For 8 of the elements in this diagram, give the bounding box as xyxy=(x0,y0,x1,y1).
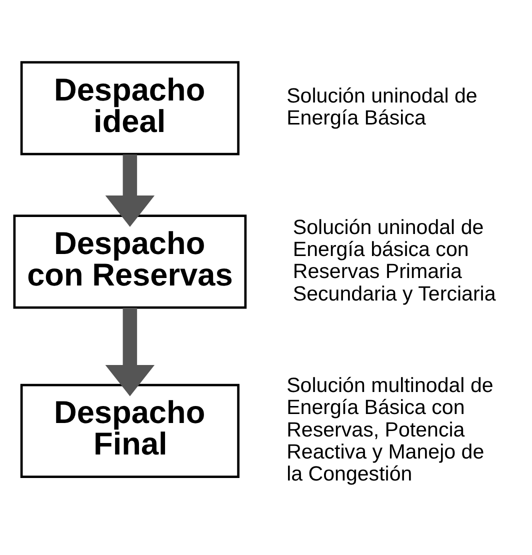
node-label: Solución uninodal de Energía Básica xyxy=(286,84,478,130)
arrow xyxy=(105,308,155,396)
node-label: Solución uninodal de Energía básica con Reservas Primaria Secundaria y Terciaria xyxy=(292,216,496,306)
node-box: Despacho Final xyxy=(20,384,240,478)
arrow xyxy=(105,154,155,227)
node-box: Despacho ideal xyxy=(20,61,240,156)
node-label: Solución multinodal de Energía Básica con Reservas, Potencia Reactiva y Manejo de la Congestión xyxy=(286,374,494,486)
node-box: Despacho con Reservas xyxy=(13,214,247,309)
